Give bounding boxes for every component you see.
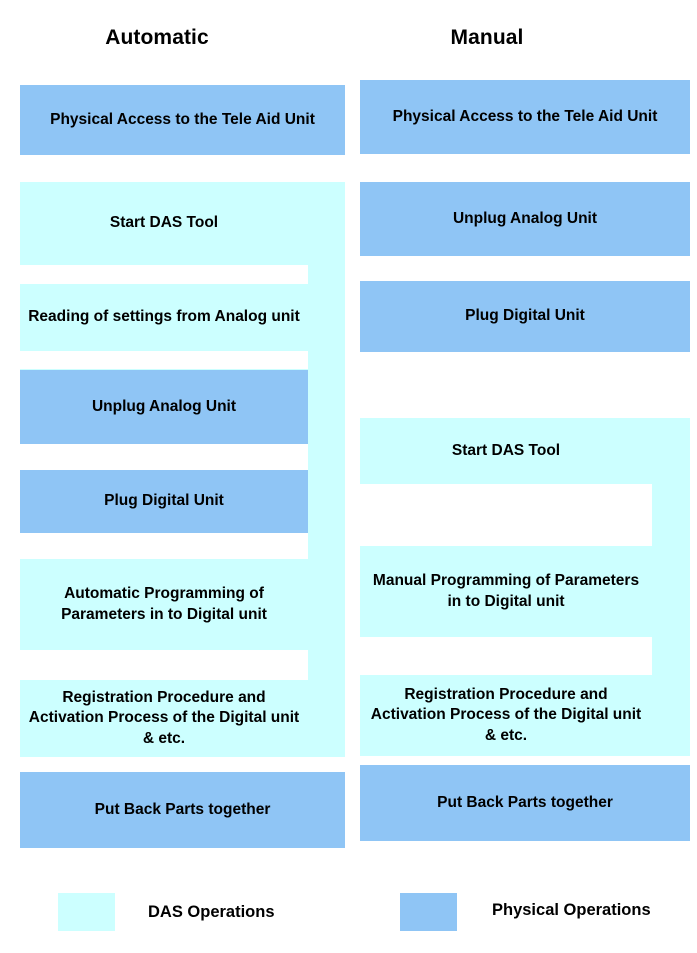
step-gap-automatic-4: [20, 533, 308, 559]
legend-label-das-operations: DAS Operations: [148, 902, 275, 921]
step-gap-manual-1: [360, 484, 652, 546]
column-header-manual: Manual: [450, 26, 524, 49]
step-automatic-4-unplug-analog-unit[interactable]: Unplug Analog Unit: [20, 370, 308, 444]
step-automatic-5-plug-digital-unit[interactable]: Plug Digital Unit: [20, 470, 308, 533]
step-gap-automatic-2: [20, 351, 308, 369]
step-manual-3-plug-digital-unit[interactable]: Plug Digital Unit: [360, 281, 690, 352]
legend-swatch-das-operations: [58, 893, 115, 931]
column-header-automatic: Automatic: [105, 26, 209, 49]
step-automatic-8-put-back-parts[interactable]: Put Back Parts together: [20, 772, 345, 848]
legend-label-physical-operations: Physical Operations: [492, 900, 651, 919]
step-manual-7-put-back-parts[interactable]: Put Back Parts together: [360, 765, 690, 841]
step-manual-1-physical-access[interactable]: Physical Access to the Tele Aid Unit: [360, 80, 690, 154]
step-gap-automatic-5: [20, 650, 308, 680]
step-manual-2-unplug-analog-unit[interactable]: Unplug Analog Unit: [360, 182, 690, 256]
legend-swatch-physical-operations: [400, 893, 457, 931]
step-automatic-1-physical-access[interactable]: Physical Access to the Tele Aid Unit: [20, 85, 345, 155]
das-backdrop-panel-manual: [360, 418, 690, 756]
step-gap-automatic-3: [20, 444, 308, 470]
step-gap-manual-2: [360, 637, 652, 675]
step-gap-automatic-1: [20, 265, 308, 284]
